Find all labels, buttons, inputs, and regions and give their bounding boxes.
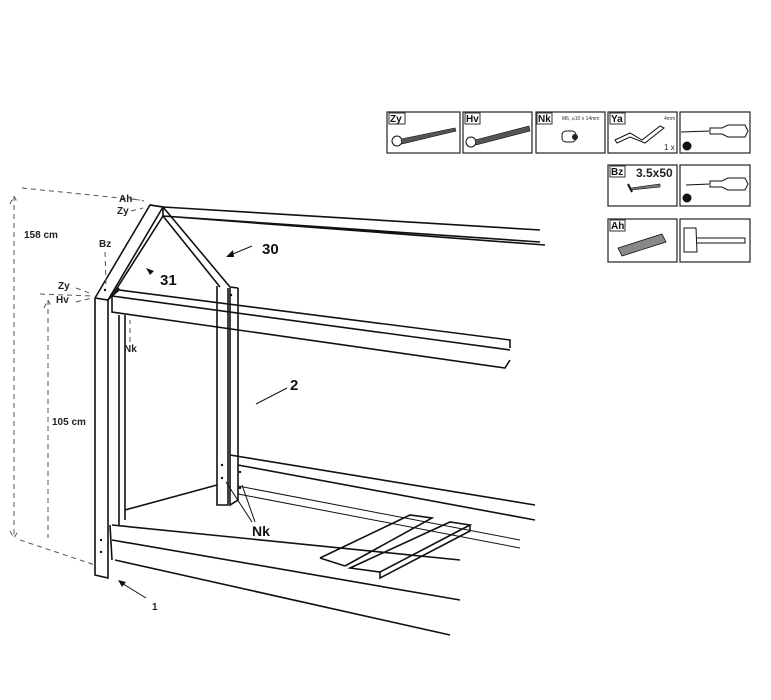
- callouts: Ah Zy Bz Zy Hv Nk Nk 30 31 2 1: [39, 194, 298, 613]
- slot-head-icon: [682, 141, 692, 151]
- side-height-label: 105 cm: [52, 417, 86, 428]
- ya-spec: 4mm: [664, 116, 675, 122]
- mallet-icon: [683, 227, 746, 253]
- callout-ah: Ah: [119, 194, 132, 205]
- callout-part-1: 1: [152, 602, 158, 613]
- hardware-ya: Ya 4mm 1 x: [607, 111, 678, 154]
- callout-zy-side: Zy: [58, 281, 70, 292]
- bolt-icon: [391, 127, 457, 147]
- phillips-head-icon: [682, 193, 692, 203]
- hv-code: Hv: [466, 114, 479, 125]
- ah-code: Ah: [611, 221, 624, 232]
- tool-flat-screwdriver: [679, 111, 751, 154]
- dowel-icon: [617, 233, 667, 257]
- hardware-hv: Hv: [462, 111, 533, 154]
- height-dimensions: 158 cm 105 cm: [9, 187, 141, 566]
- hardware-nk: Nk M6, ⌀10 x 14mm: [535, 111, 606, 154]
- zy-code: Zy: [390, 114, 402, 125]
- callout-zy-top: Zy: [117, 206, 129, 217]
- nk-spec: M6, ⌀10 x 14mm: [562, 116, 599, 122]
- callout-part-30: 30: [262, 241, 279, 258]
- bed-frame: [94, 204, 546, 636]
- allen-key-icon: [614, 125, 665, 144]
- total-height-label: 158 cm: [24, 230, 58, 241]
- callout-bz: Bz: [99, 239, 111, 250]
- hardware-ah: Ah: [607, 218, 678, 263]
- bz-spec: 3.5x50: [636, 166, 673, 180]
- tool-mallet: [679, 218, 751, 263]
- ya-code: Ya: [611, 114, 623, 125]
- callout-nk-top: Nk: [124, 344, 137, 355]
- tool-phillips-screwdriver: [679, 164, 751, 207]
- wood-screw-icon: [627, 183, 661, 193]
- ya-qty: 1 x: [664, 143, 675, 152]
- callout-nk-bottom: Nk: [252, 523, 270, 539]
- bz-code: Bz: [611, 167, 623, 178]
- screwdriver-icon: [680, 124, 749, 138]
- hardware-zy: Zy: [386, 111, 461, 154]
- barrel-nut-icon: [561, 130, 578, 143]
- callout-part-2: 2: [290, 377, 298, 394]
- callout-hv: Hv: [56, 295, 69, 306]
- nk-code: Nk: [538, 114, 551, 125]
- bolt-icon: [465, 125, 531, 148]
- callout-part-31: 31: [160, 272, 177, 289]
- hardware-bz: Bz 3.5x50: [607, 164, 678, 207]
- screwdriver-icon: [685, 177, 749, 191]
